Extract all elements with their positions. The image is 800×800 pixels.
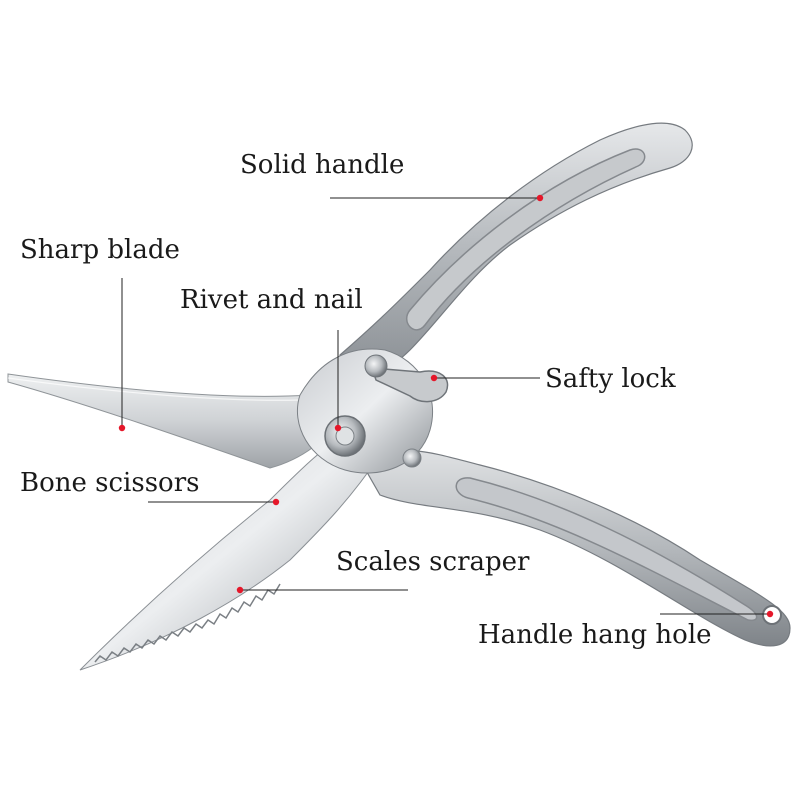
sharp-blade: [7, 373, 346, 469]
callout-scales-scraper: Scales scraper: [336, 547, 530, 577]
safety-lock: [364, 354, 449, 403]
upper-handle: [339, 122, 693, 377]
callout-solid-handle: Solid handle: [240, 150, 405, 180]
callout-bone-scissors: Bone scissors: [20, 468, 200, 498]
callout-rivet-and-nail: Rivet and nail: [180, 285, 363, 315]
callout-handle-hang-hole: Handle hang hole: [478, 620, 712, 650]
leader-lines: [121, 197, 770, 615]
callout-safty-lock: Safty lock: [545, 364, 676, 394]
marker-dots: [118, 194, 774, 618]
callout-sharp-blade: Sharp blade: [20, 235, 180, 265]
lower-handle: [359, 449, 791, 647]
rivet-and-nail: [324, 415, 422, 468]
